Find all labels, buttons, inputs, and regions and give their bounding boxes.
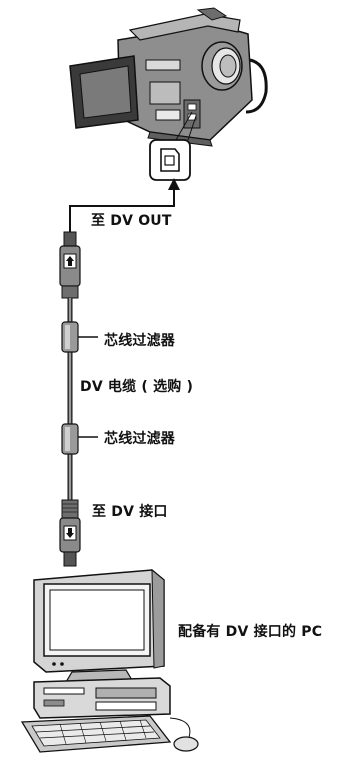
label-core-filter-bottom: 芯线过滤器 (104, 431, 175, 447)
camcorder-icon (69, 7, 268, 147)
label-to-dv-out: 至 DV OUT (91, 213, 172, 229)
connection-arrow (69, 186, 175, 240)
leader-line (175, 111, 193, 141)
label-to-dv-port: 至 DV 接口 (92, 504, 168, 520)
label-dv-cable: DV 电缆 ( 选购 ) (80, 379, 194, 395)
leader-line (187, 115, 197, 141)
arrow-head (168, 178, 180, 190)
label-pc-with-dv: 配备有 DV 接口的 PC (178, 624, 323, 640)
desktop-pc-icon (20, 568, 199, 753)
dv-cable (59, 231, 81, 567)
label-core-filter-top: 芯线过滤器 (104, 333, 175, 349)
dv-port-icon (149, 139, 191, 181)
